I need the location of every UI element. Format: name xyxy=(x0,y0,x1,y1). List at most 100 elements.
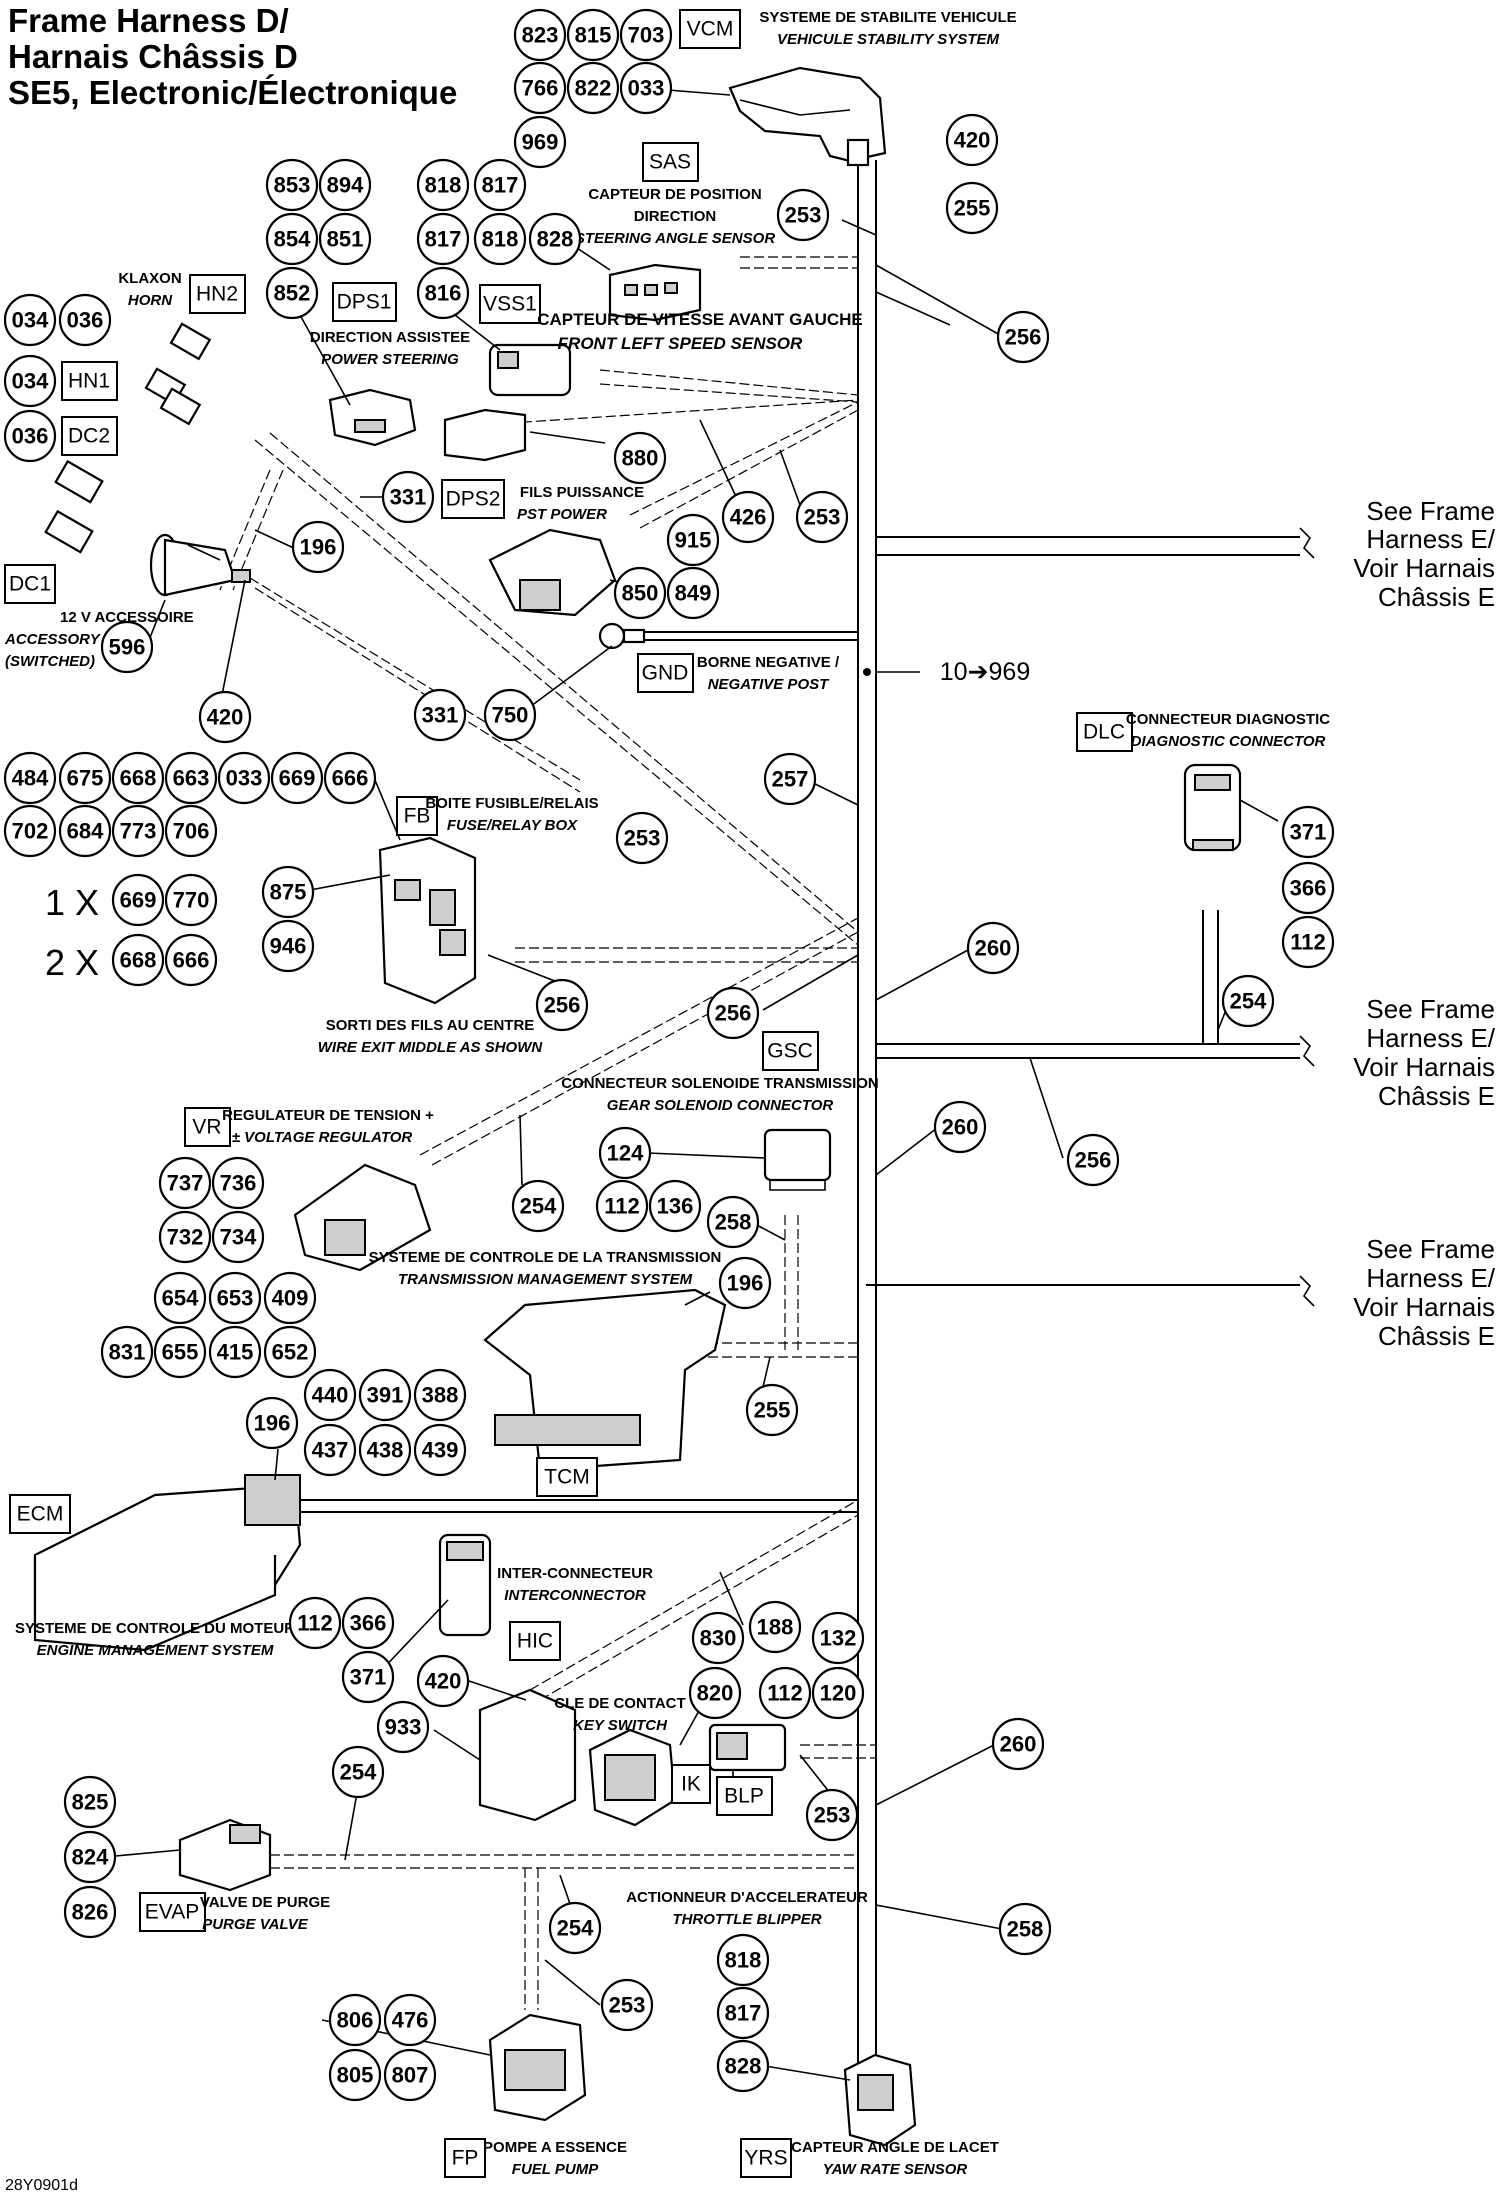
part-callout: 366 xyxy=(341,1596,395,1650)
svg-text:DC1: DC1 xyxy=(9,573,51,596)
svg-text:GEAR SOLENOID CONNECTOR: GEAR SOLENOID CONNECTOR xyxy=(607,1097,834,1114)
svg-text:CONNECTEUR DIAGNOSTIC: CONNECTEUR DIAGNOSTIC xyxy=(1126,711,1330,728)
part-callout: 826 xyxy=(63,1885,117,1939)
svg-text:120: 120 xyxy=(820,1681,857,1706)
dps1-connector xyxy=(328,388,417,447)
svg-text:817: 817 xyxy=(725,2001,762,2026)
part-callout: 828 xyxy=(716,2039,770,2093)
label-horn: KLAXON HORN xyxy=(118,270,181,309)
label-vcm: SYSTEME DE STABILITE VEHICULE VEHICULE S… xyxy=(759,9,1016,48)
svg-text:663: 663 xyxy=(173,766,210,791)
svg-text:Harness E/: Harness E/ xyxy=(1366,524,1495,554)
part-callout: 253 xyxy=(600,1978,654,2032)
part-callout: 853 xyxy=(265,158,319,212)
part-callout: 706 xyxy=(164,804,218,858)
svg-text:820: 820 xyxy=(697,1681,734,1706)
svg-text:Voir Harnais: Voir Harnais xyxy=(1353,553,1495,583)
svg-text:See Frame: See Frame xyxy=(1366,496,1495,526)
blp-connector xyxy=(708,1723,787,1772)
part-callout: 653 xyxy=(208,1271,262,1325)
part-callout: 260 xyxy=(966,921,1020,975)
part-callout: 196 xyxy=(718,1256,772,1310)
hic-connector xyxy=(438,1533,492,1637)
part-callout: 736 xyxy=(211,1156,265,1210)
part-callout: 253 xyxy=(795,490,849,544)
harness-wires xyxy=(219,150,1300,2100)
part-callout: 256 xyxy=(996,310,1050,364)
part-callout: 426 xyxy=(721,490,775,544)
svg-text:12 V ACCESSOIRE: 12 V ACCESSOIRE xyxy=(60,609,194,626)
svg-text:371: 371 xyxy=(1290,820,1327,845)
svg-text:CLE DE CONTACT: CLE DE CONTACT xyxy=(554,1695,685,1712)
svg-text:255: 255 xyxy=(954,196,991,221)
part-callout: 669 xyxy=(270,751,324,805)
svg-text:256: 256 xyxy=(1075,1148,1112,1173)
svg-text:SYSTEME DE STABILITE VEHICULE: SYSTEME DE STABILITE VEHICULE xyxy=(759,9,1016,26)
part-callout: 666 xyxy=(164,933,218,987)
svg-text:256: 256 xyxy=(544,993,581,1018)
svg-text:(SWITCHED): (SWITCHED) xyxy=(5,653,95,670)
svg-text:853: 853 xyxy=(274,173,311,198)
code-box-hic: HIC xyxy=(509,1621,561,1661)
svg-text:INTER-CONNECTEUR: INTER-CONNECTEUR xyxy=(497,1565,653,1582)
svg-text:253: 253 xyxy=(804,505,841,530)
svg-text:FRONT LEFT SPEED SENSOR: FRONT LEFT SPEED SENSOR xyxy=(558,334,803,353)
part-callout: 112 xyxy=(288,1596,342,1650)
svg-text:817: 817 xyxy=(482,173,519,198)
svg-text:136: 136 xyxy=(657,1194,694,1219)
part-callout: 391 xyxy=(358,1368,412,1422)
svg-text:331: 331 xyxy=(422,703,459,728)
svg-text:426: 426 xyxy=(730,505,767,530)
svg-text:CAPTEUR DE VITESSE AVANT GAUCH: CAPTEUR DE VITESSE AVANT GAUCHE xyxy=(537,310,863,329)
part-callout: 818 xyxy=(716,1933,770,1987)
svg-text:816: 816 xyxy=(425,281,462,306)
part-callout: 254 xyxy=(511,1179,565,1233)
svg-text:826: 826 xyxy=(72,1900,109,1925)
svg-text:POWER STEERING: POWER STEERING xyxy=(321,351,459,368)
svg-text:VALVE DE PURGE: VALVE DE PURGE xyxy=(200,1894,330,1911)
label-dc1: 12 V ACCESSOIRE ACCESSORY 12 V (SWITCHED… xyxy=(4,609,194,670)
svg-text:YRS: YRS xyxy=(744,2147,787,2170)
svg-text:VR: VR xyxy=(192,1116,221,1139)
svg-text:736: 736 xyxy=(220,1171,257,1196)
code-box-dlc: DLC xyxy=(1076,712,1133,752)
svg-text:196: 196 xyxy=(300,535,337,560)
svg-text:SYSTEME DE CONTROLE DU MOTEUR: SYSTEME DE CONTROLE DU MOTEUR xyxy=(15,1620,295,1637)
svg-text:SAS: SAS xyxy=(649,151,691,174)
svg-text:CAPTEUR DE POSITION: CAPTEUR DE POSITION xyxy=(588,186,761,203)
part-callout: 033 xyxy=(217,751,271,805)
svg-text:652: 652 xyxy=(272,1340,309,1365)
part-callout: 196 xyxy=(291,520,345,574)
part-callout: 818 xyxy=(473,212,527,266)
code-box-tcm: TCM xyxy=(536,1457,598,1497)
part-callout: 766 xyxy=(513,61,567,115)
part-callout: 036 xyxy=(3,409,57,463)
part-callout: 258 xyxy=(706,1195,760,1249)
dps2-connector xyxy=(443,408,527,462)
part-callout: 440 xyxy=(303,1368,357,1422)
part-callout: 669 xyxy=(111,873,165,927)
svg-text:BLP: BLP xyxy=(724,1785,764,1808)
part-callout: 420 xyxy=(416,1654,470,1708)
yrs-sensor xyxy=(843,2053,917,2147)
svg-text:DLC: DLC xyxy=(1083,721,1125,744)
ik-key-switch xyxy=(588,1728,677,1827)
part-callout: 366 xyxy=(1281,861,1335,915)
svg-text:684: 684 xyxy=(67,819,104,844)
svg-text:112: 112 xyxy=(297,1611,333,1636)
part-callout: 188 xyxy=(748,1600,802,1654)
part-callout: 331 xyxy=(381,470,435,524)
part-callout: 668 xyxy=(111,933,165,987)
svg-text:KLAXON: KLAXON xyxy=(118,270,181,287)
part-callout: 750 xyxy=(483,688,537,742)
label-wire-exit: SORTI DES FILS AU CENTRE WIRE EXIT MIDDL… xyxy=(318,1017,544,1056)
part-callout: 807 xyxy=(383,2048,437,2102)
label-gsc: CONNECTEUR SOLENOIDE TRANSMISSION GEAR S… xyxy=(561,1075,879,1114)
part-callout: 663 xyxy=(164,751,218,805)
part-callout: 770 xyxy=(164,873,218,927)
part-callout: 034 xyxy=(3,293,57,347)
svg-text:034: 034 xyxy=(12,308,49,333)
fp-connector xyxy=(488,2013,587,2122)
